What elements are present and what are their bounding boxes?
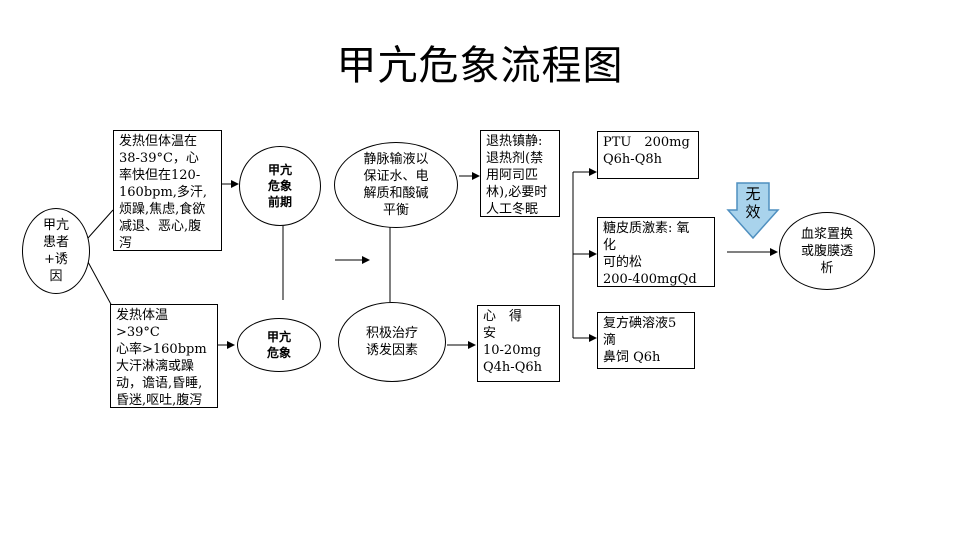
treat-trigger-node-text: 积极治疗 诱发因素 [365, 326, 418, 358]
crisis-node: 甲亢 危象 [237, 318, 321, 372]
page-title: 甲亢危象流程图 [336, 43, 624, 89]
ineffective-arrow-shape [726, 182, 780, 240]
patient-node-text: 甲亢 患者 +诱 因 [42, 218, 69, 284]
crisis-node-text: 甲亢 危象 [266, 330, 291, 360]
patient-node: 甲亢 患者 +诱 因 [22, 208, 90, 294]
edge-patient-crisis [87, 261, 114, 309]
sedation-box: 退热镇静: 退热剂(禁 用阿司匹 林),必要时 人工冬眠 [480, 130, 560, 217]
plasma-exchange-node-text: 血浆置换 或腹膜透 析 [800, 226, 853, 276]
iv-fluids-node-text: 静脉输液以 保证水、电 解质和酸碱 平衡 [363, 152, 429, 218]
ptu-box: PTU 200mg Q6h-Q8h [597, 131, 699, 179]
iv-fluids-node: 静脉输液以 保证水、电 解质和酸碱 平衡 [334, 142, 458, 228]
edge-patient-pre [87, 209, 114, 239]
ineffective-label: 无 效 [745, 185, 761, 221]
pre-crisis-node-text: 甲亢 危象 前期 [267, 163, 292, 209]
crisis-symptoms-box: 发热体温 >39°C 心率>160bpm 大汗淋漓或躁 动，谵语,昏睡, 昏迷,… [110, 304, 218, 408]
pre-crisis-node: 甲亢 危象 前期 [239, 146, 321, 226]
digoxin-box: 心 得 安 10-20mg Q4h-Q6h [477, 305, 560, 382]
steroid-box: 糖皮质激素: 氧 化 可的松 200-400mgQd [597, 217, 715, 287]
iodine-box: 复方碘溶液5 滴 鼻饲 Q6h [597, 312, 695, 369]
pre-crisis-symptoms-box: 发热但体温在 38-39°C，心 率快但在120- 160bpm,多汗, 烦躁,… [113, 130, 222, 251]
plasma-exchange-node: 血浆置换 或腹膜透 析 [779, 212, 875, 290]
treat-trigger-node: 积极治疗 诱发因素 [338, 302, 446, 382]
